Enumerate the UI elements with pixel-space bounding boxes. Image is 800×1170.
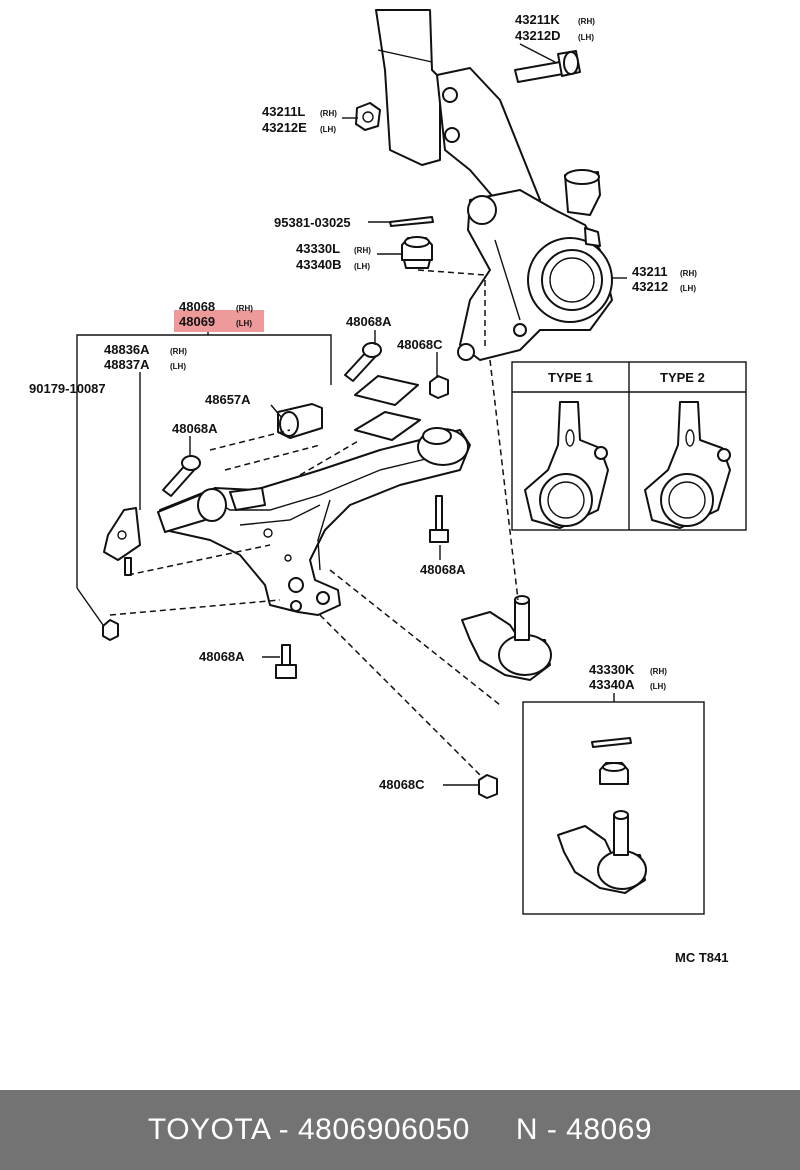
part-labels: 43211K (RH) 43212D (LH) 43211L (RH) 4321…: [29, 12, 728, 965]
castle-nut: [401, 236, 433, 269]
label-48657a: 48657A: [205, 392, 251, 407]
footer-brand-part-number: TOYOTA - 4806906050: [147, 1113, 470, 1146]
label-48068a-right: 48068A: [420, 562, 466, 577]
strut-assembly: [375, 9, 541, 206]
label-48836a: 48836A: [104, 342, 150, 357]
label-48069-side: (LH): [236, 319, 252, 328]
nut-90179: [102, 619, 119, 641]
label-43211l-side: (RH): [320, 109, 337, 118]
label-95381-03025: 95381-03025: [274, 215, 351, 230]
label-43340b: 43340B: [296, 257, 342, 272]
label-type2: TYPE 2: [660, 370, 705, 385]
label-43330l: 43330L: [296, 241, 340, 256]
label-48068a-left: 48068A: [172, 421, 218, 436]
label-type1: TYPE 1: [548, 370, 593, 385]
label-48068a-upper: 48068A: [346, 314, 392, 329]
label-48068: 48068: [179, 299, 215, 314]
bushing: [277, 403, 323, 439]
label-43211k-side: (RH): [578, 17, 595, 26]
label-43330k-side: (RH): [650, 667, 667, 676]
label-48068c-lower: 48068C: [379, 777, 425, 792]
label-43340a-side: (LH): [650, 682, 666, 691]
label-43340b-side: (LH): [354, 262, 370, 271]
label-48068a-bottom: 48068A: [199, 649, 245, 664]
label-43211k: 43211K: [515, 12, 560, 27]
bracket: [103, 507, 141, 576]
label-43212e: 43212E: [262, 120, 307, 135]
steering-knuckle: [457, 169, 613, 361]
label-48069: 48069: [179, 314, 215, 329]
footer-bar: TOYOTA - 4806906050 N - 48069: [0, 1090, 800, 1170]
label-43212: 43212: [632, 279, 668, 294]
type-detail-boxes: [511, 361, 747, 531]
label-90179-10087: 90179-10087: [29, 381, 106, 396]
label-48836a-side: (RH): [170, 347, 187, 356]
highlight-box: [174, 310, 264, 332]
cotter-pin: [389, 216, 434, 227]
bolt-48068a-right: [429, 495, 449, 543]
label-43340a: 43340A: [589, 677, 635, 692]
stopper-plates: [354, 375, 421, 441]
label-43212d: 43212D: [515, 28, 561, 43]
nut-48068c-lower: [478, 774, 498, 799]
diagram-code: MC T841: [675, 950, 728, 965]
label-43330k: 43330K: [589, 662, 635, 677]
label-48837a-side: (LH): [170, 362, 186, 371]
label-43330l-side: (RH): [354, 246, 371, 255]
label-43211-side: (RH): [680, 269, 697, 278]
label-43211l: 43211L: [262, 104, 305, 119]
label-43212d-side: (LH): [578, 33, 594, 42]
label-43212e-side: (LH): [320, 125, 336, 134]
bolt-48068a-left: [162, 455, 201, 497]
bolt-48068a-upper: [344, 342, 382, 382]
leader-lines: [76, 43, 627, 786]
parts-diagram: 43211K (RH) 43212D (LH) 43211L (RH) 4321…: [29, 9, 747, 965]
ball-joint-kit-box: [522, 701, 705, 915]
lower-control-arm: [157, 427, 471, 616]
label-48837a: 48837A: [104, 357, 150, 372]
bolt-48068a-bottom: [275, 644, 297, 679]
nut-48068c-upper: [429, 375, 449, 399]
knuckle-bolt: [514, 50, 581, 83]
label-48068-side: (RH): [236, 304, 253, 313]
footer-reference-number: N - 48069: [515, 1113, 653, 1146]
label-43212-side: (LH): [680, 284, 696, 293]
label-48068c-upper: 48068C: [397, 337, 443, 352]
label-43211: 43211: [632, 264, 667, 279]
ball-joint: [461, 595, 552, 681]
knuckle-nut: [355, 102, 381, 131]
